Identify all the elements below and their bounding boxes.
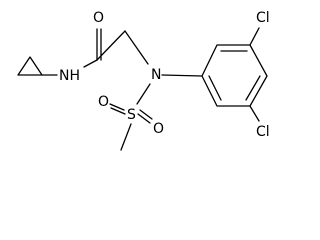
atom-labels: O NH N S O O Cl Cl [59, 10, 270, 140]
bond-s-o-left-2 [110, 107, 126, 115]
bond-s-o-left-1 [109, 103, 125, 111]
bond-n-ring [161, 74, 203, 77]
benzene-inner-bond-3 [208, 75, 222, 101]
benzene-ring [201, 44, 268, 107]
atom-s: S [127, 107, 136, 123]
bond-carbonyl-ch2 [96, 30, 126, 61]
atom-cl-top: Cl [256, 10, 270, 26]
bond-s-methyl [120, 123, 132, 151]
bond-ch2-n [124, 30, 149, 65]
bond-s-o-right-1 [139, 109, 153, 120]
bond-s-o-right-2 [137, 113, 151, 124]
atom-o-sulfonyl-right: O [153, 121, 164, 137]
bond-ring-cl-top [249, 27, 260, 46]
atom-o-carbonyl: O [93, 10, 104, 26]
atom-o-sulfonyl-left: O [98, 94, 109, 110]
bonds [17, 27, 268, 151]
atom-nh: NH [59, 68, 80, 84]
benzene-inner-bond-2 [245, 75, 261, 101]
cyclopropyl-ring [17, 56, 43, 76]
structure-diagram: O NH N S O O Cl Cl [17, 10, 270, 151]
bond-nh-carbonyl [83, 59, 98, 68]
bond-ring-cl-bottom [249, 105, 260, 122]
molecule-drawing: O NH N S O O Cl Cl [17, 10, 270, 151]
bond-n-s [136, 83, 151, 105]
atom-cl-bottom: Cl [256, 124, 270, 140]
atom-n-central: N [151, 67, 161, 83]
